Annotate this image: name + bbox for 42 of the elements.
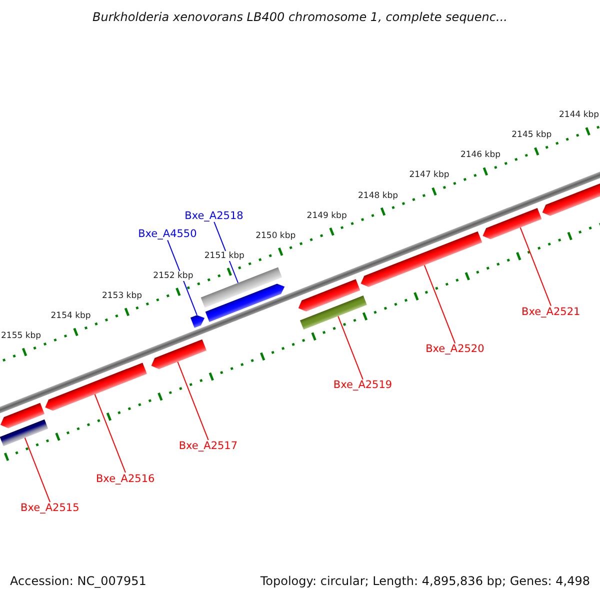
gene-label: Bxe_A2516 (96, 472, 155, 485)
scale-label: 2154 kbp (50, 310, 91, 321)
scale-label: 2145 kbp (512, 130, 552, 140)
gene-feature (482, 208, 542, 240)
gene-label: Bxe_A2519 (333, 379, 392, 392)
leader-line (338, 316, 364, 380)
gene-feature (0, 402, 45, 428)
gene-label: Bxe_A2521 (521, 306, 580, 318)
gene-label: Bxe_A2518 (184, 210, 244, 222)
scale-label: 2151 kbp (204, 250, 244, 261)
scale-label: 2148 kbp (358, 190, 398, 201)
scale-label: 2155 kbp (1, 331, 42, 342)
gene-label: Bxe_A2520 (426, 343, 484, 356)
leader-line (520, 227, 552, 306)
scale-label: 2146 kbp (460, 150, 500, 160)
scale-label: 2147 kbp (409, 170, 450, 180)
scale-label: 2149 kbp (306, 210, 347, 221)
gene-feature (298, 279, 360, 312)
gene-feature (151, 339, 207, 370)
leader-line (167, 240, 198, 316)
gene-bar (200, 267, 282, 308)
gene-feature (45, 362, 147, 411)
scale-label: 2153 kbp (102, 290, 142, 301)
leader-line (94, 394, 126, 474)
title: Burkholderia xenovorans LB400 chromosome 1, complete sequenc... (92, 10, 508, 24)
accession-text: Accession: NC_007951 (10, 574, 146, 588)
gene-feature (205, 284, 285, 322)
scale-label: 2144 kbp (559, 110, 600, 120)
leader-line (424, 264, 456, 344)
gene-label: Bxe_A2517 (178, 440, 238, 452)
leader-line (177, 361, 209, 441)
gene-feature (360, 231, 482, 288)
gene-label: Bxe_A4550 (138, 228, 197, 240)
gene-feature (190, 315, 205, 328)
gene-feature (542, 182, 600, 216)
gene-bar (300, 296, 367, 330)
gene-label: Bxe_A2515 (20, 502, 80, 514)
genome-summary: Topology: circular; Length: 4,895,836 bp; Genes: 4,498 (260, 574, 590, 588)
scale-label: 2152 kbp (153, 270, 194, 281)
leader-line (24, 437, 51, 503)
scale-label: 2150 kbp (256, 230, 296, 241)
gene-bar (0, 419, 48, 446)
